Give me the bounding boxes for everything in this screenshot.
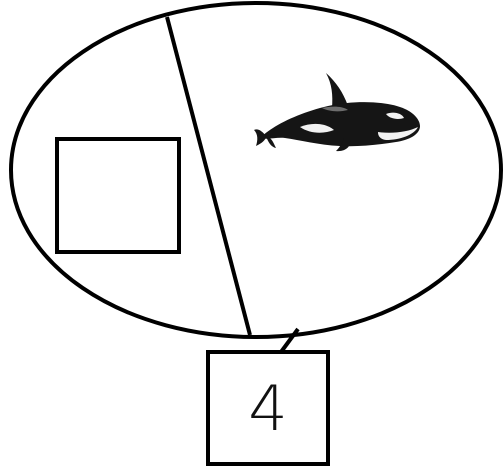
left-part-box[interactable] <box>57 139 179 252</box>
total-value: 4 <box>248 372 287 445</box>
